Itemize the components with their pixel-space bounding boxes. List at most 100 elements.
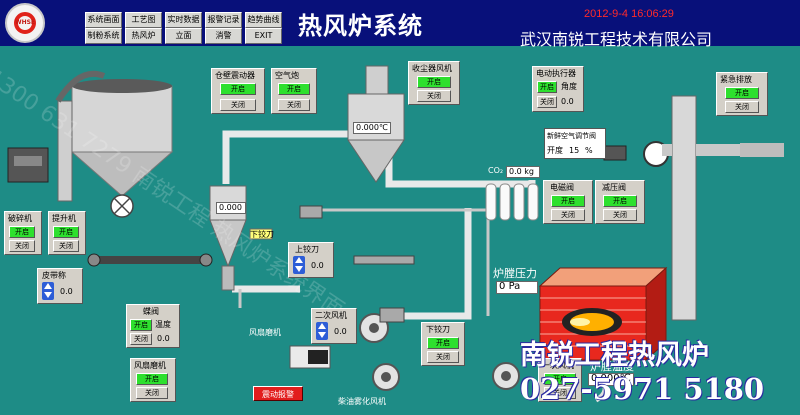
primary-fan-icon [492, 362, 520, 390]
cyclone-readout: 0.000 [216, 202, 246, 214]
nav-pulverizing-system[interactable]: 制粉系统 [85, 28, 122, 44]
panel-upper-twist-knife: 上铰刀 0.0 [288, 242, 334, 278]
emergency-vent-on-button[interactable]: 开启 [725, 87, 759, 99]
belt-scale-adjust-arrows-icon[interactable] [42, 282, 54, 300]
fresh-air-opening-value: 15 [569, 146, 580, 155]
solenoid-valve-off-button[interactable]: 关闭 [551, 209, 585, 221]
lower-twist-knife-on-button[interactable]: 开启 [427, 337, 459, 349]
dust-temp-value: 0.000 [356, 123, 379, 132]
upper-twist-knife-label: 上铰刀 [295, 245, 319, 254]
page-title: 热风炉系统 [298, 11, 423, 40]
primary-fan-off-button[interactable]: 关闭 [544, 387, 576, 399]
bin-vibrator-label: 仓壁震动器 [215, 71, 255, 80]
upper-twist-knife-arrows-icon[interactable] [293, 256, 305, 274]
actuator-angle-label: 角度 [561, 82, 577, 91]
actuator-label: 电动执行器 [536, 69, 576, 78]
company-logo: WHSE [5, 3, 45, 43]
lower-twist-knife-off-button[interactable]: 关闭 [427, 351, 459, 363]
fan-mill-label: 风扇磨机 [249, 328, 281, 337]
fan-mill-machine [289, 345, 331, 369]
furnace-pressure-label: 炉膛压力 [493, 267, 537, 280]
pipe-to-co2 [385, 156, 536, 188]
primary-fan-on-button[interactable]: 开启 [544, 373, 576, 385]
nav-elevation[interactable]: 立面 [165, 28, 202, 44]
chimney [671, 95, 697, 321]
emergency-vent-off-button[interactable]: 关闭 [725, 101, 759, 113]
diesel-fan-label: 柴油雾化风机 [338, 397, 386, 406]
fresh-air-opening-unit: % [585, 146, 593, 155]
air-cannon-on-button[interactable]: 开启 [278, 83, 310, 95]
emergency-vent-label: 紧急排放 [720, 75, 752, 84]
crusher-on-button[interactable]: 开启 [9, 226, 35, 238]
pressure-reducing-valve-label: 减压阀 [602, 183, 626, 192]
logo-ring-icon [14, 12, 36, 34]
nav-trend-curve[interactable]: 趋势曲线 [245, 12, 282, 28]
fan-mill-off-button[interactable]: 关闭 [136, 387, 168, 399]
elevator-label: 提升机 [52, 214, 76, 223]
fan-mill-panel-label: 风扇磨机 [134, 361, 166, 370]
fan-mill-on-button[interactable]: 开启 [136, 373, 168, 385]
bin-vibrator-off-button[interactable]: 关闭 [220, 99, 256, 111]
furnace-temp-readout: 0.000℃ [588, 373, 634, 386]
dust-fan-on-button[interactable]: 开启 [417, 76, 451, 88]
company-name: 武汉南锐工程技术有限公司 [520, 30, 713, 49]
upper-twist-knife-value: 0.0 [311, 261, 324, 270]
secondary-fan-label: 二次风机 [315, 311, 347, 320]
valve-motor-icon [603, 145, 627, 161]
panel-pressure-reducing-valve: 减压阀 开启 关闭 [595, 180, 645, 224]
dust-temp-unit: ℃ [378, 123, 388, 132]
crusher-label: 破碎机 [8, 214, 32, 223]
elevator-on-button[interactable]: 开启 [53, 226, 79, 238]
panel-actuator: 电动执行器 开启 角度 关闭 0.0 [532, 66, 584, 112]
actuator-on-button[interactable]: 开启 [537, 81, 557, 93]
solenoid-valve-on-button[interactable]: 开启 [551, 195, 585, 207]
solenoid-valve-label: 电磁阀 [550, 183, 574, 192]
panel-belt-scale: 皮带称 0.0 [37, 268, 83, 304]
belt-scale-label: 皮带称 [42, 271, 66, 280]
nav-clear-alarm[interactable]: 消警 [205, 28, 242, 44]
co2-unit: kg [524, 167, 534, 176]
furnace-temp-label: 炉膛温度 [590, 360, 634, 373]
primary-fan-label: 一次风机 [542, 361, 574, 370]
panel-fresh-air-valve: 新鲜空气调节阀 开度 15 % [544, 128, 606, 159]
nav-exit[interactable]: EXIT [245, 28, 282, 44]
pipe-to-dust-collector [222, 130, 372, 184]
belt-scale-value: 0.0 [60, 287, 73, 296]
butterfly-valve-temp-label: 温度 [155, 320, 171, 329]
bin-vibrator-on-button[interactable]: 开启 [220, 83, 256, 95]
actuator-off-button[interactable]: 关闭 [537, 96, 557, 108]
screw-feeders [299, 205, 415, 323]
vibration-alarm-button[interactable]: 震动报警 [253, 386, 303, 401]
lower-flag-label: 下铰刀 [250, 230, 274, 239]
furnace-pressure-readout: 0 Pa [496, 281, 538, 294]
dust-fan-off-button[interactable]: 关闭 [417, 90, 451, 102]
rotary-valve-blades [113, 197, 131, 215]
air-cannon-off-button[interactable]: 关闭 [278, 99, 310, 111]
nav-process-diagram[interactable]: 工艺图 [125, 12, 162, 28]
nav-hot-air-furnace[interactable]: 热风炉 [125, 28, 162, 44]
nav-alarm-log[interactable]: 报警记录 [205, 12, 242, 28]
nav-system-screen[interactable]: 系统画面 [85, 12, 122, 28]
panel-butterfly-valve: 蝶阀 开启 温度 关闭 0.0 [126, 304, 180, 348]
overlay-phone: 027-5971 5180 [520, 372, 765, 406]
crusher-off-button[interactable]: 关闭 [9, 240, 35, 252]
panel-primary-fan: 一次风机 开启 关闭 [538, 358, 582, 402]
pressure-reducing-valve-off-button[interactable]: 关闭 [603, 209, 637, 221]
butterfly-valve-on-button[interactable]: 开启 [130, 319, 152, 331]
datetime-display: 2012-9-4 16:06:29 [584, 8, 674, 20]
dust-temp-readout: 0.000℃ [353, 122, 391, 134]
co2-value: 0.0 [509, 167, 522, 176]
panel-dust-fan: 收尘器风机 开启 关闭 [408, 61, 460, 105]
panel-solenoid-valve: 电磁阀 开启 关闭 [543, 180, 593, 224]
elevator-off-button[interactable]: 关闭 [53, 240, 79, 252]
secondary-fan-arrows-icon[interactable] [316, 322, 328, 340]
dust-collector [347, 65, 405, 183]
pressure-reducing-valve-on-button[interactable]: 开启 [603, 195, 637, 207]
bucket-elevator [55, 70, 106, 202]
nav-realtime-data[interactable]: 实时数据 [165, 12, 202, 28]
logo-text: WHSE [14, 19, 36, 26]
dust-fan-label: 收尘器风机 [412, 64, 452, 73]
co2-cylinders [485, 183, 539, 221]
butterfly-valve-off-button[interactable]: 关闭 [130, 333, 152, 345]
panel-fan-mill: 风扇磨机 开启 关闭 [130, 358, 176, 402]
